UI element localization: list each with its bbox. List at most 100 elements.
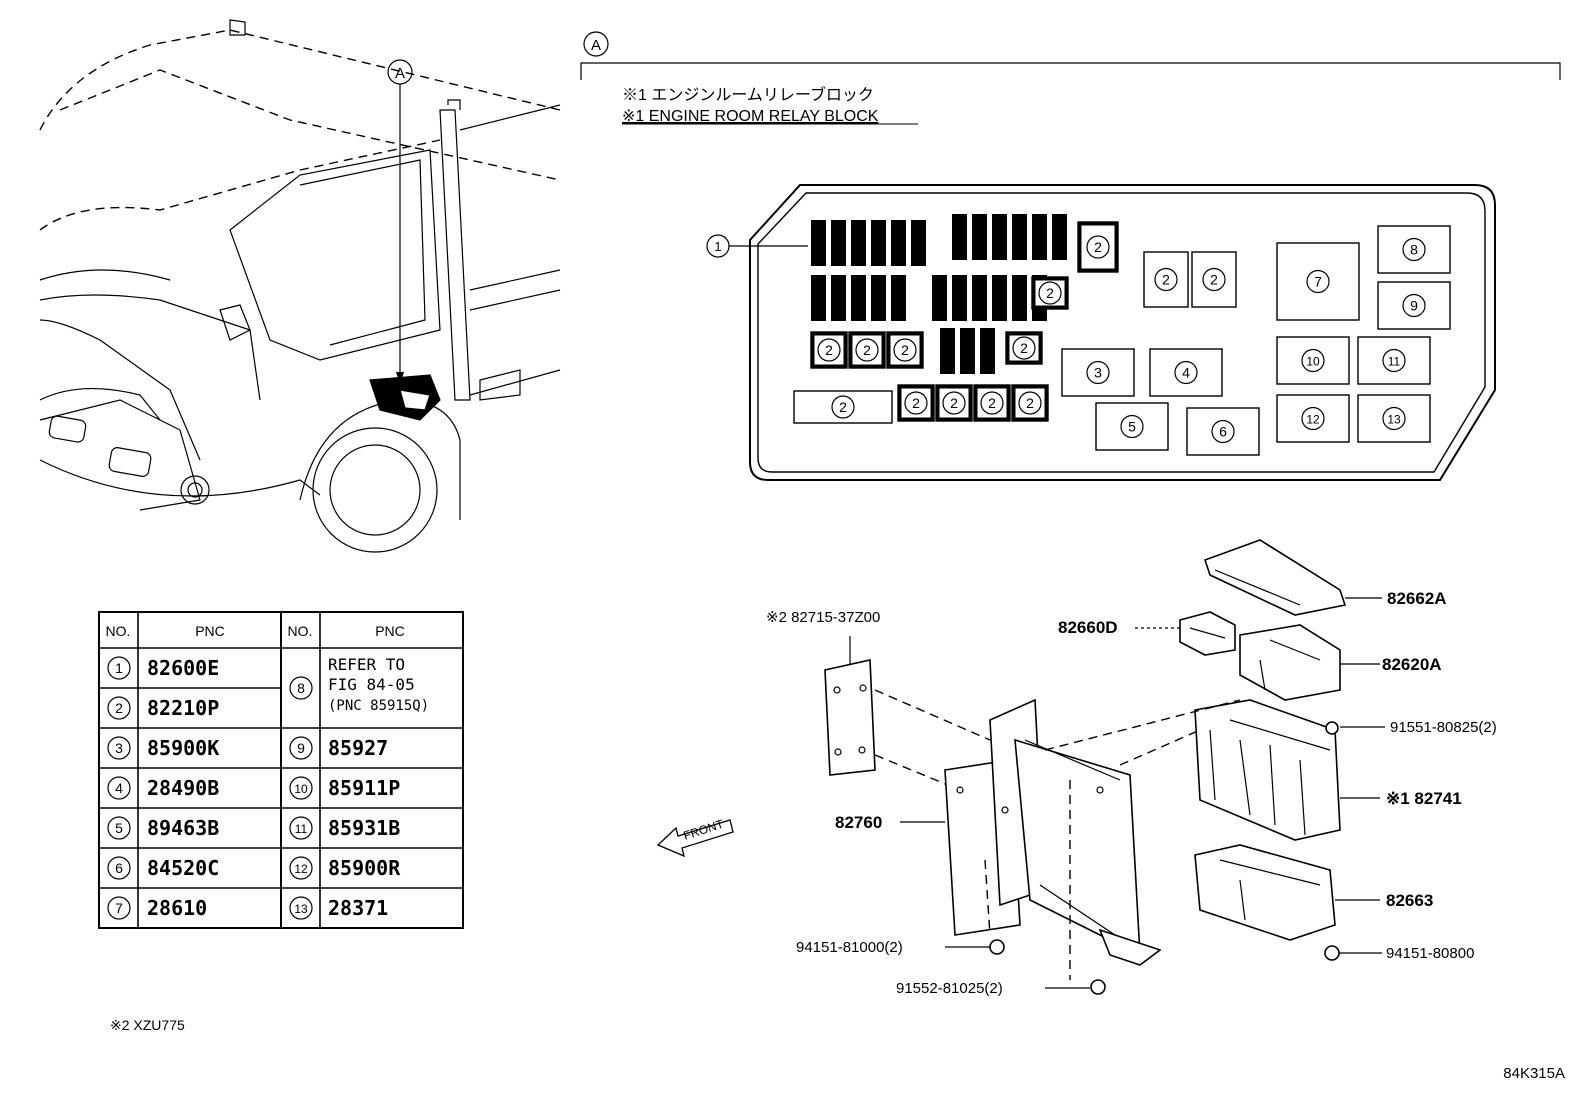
table-pnc: 82210P [147,696,219,720]
slot-number: 10 [1306,355,1320,369]
fuse-bar [851,220,866,266]
table-pnc: 28371 [328,896,388,920]
table-row-number: 4 [115,780,123,796]
slot-number: 7 [1314,274,1322,290]
slot-number: 8 [1410,242,1418,258]
slot-number: 11 [1388,355,1401,369]
fuse-bar [891,275,906,321]
relay-slot-2: 2 [1005,331,1043,365]
slot-number: 2 [839,399,847,415]
fuse-bar [811,275,826,321]
relay-slot-4: 4 [1149,348,1223,397]
slot-number: 5 [1128,419,1136,435]
table-row-number: 9 [297,740,305,756]
table-row-number: 2 [115,700,123,716]
slot-number: 2 [988,395,996,411]
callout-a-truck: A [387,59,413,384]
table-row-number: 5 [115,820,123,836]
relay-slot-2: 2 [1031,276,1069,310]
relay-slot-9: 9 [1377,281,1451,330]
fuse-bars [811,214,1067,374]
detail-a-frame: A [580,31,1561,80]
fuse-bar [960,328,975,374]
fuse-bar [831,275,846,321]
table-row-number: 8 [297,680,305,696]
table-header-pnc-right: PNC [375,623,405,639]
slot-number: 2 [1210,272,1218,288]
relay-slot-2: 2 [886,331,924,369]
relay-slot-2: 2 [897,384,935,422]
relay-slot-3: 3 [1061,348,1135,397]
table-row-number: 10 [294,782,308,796]
table-pnc: 85927 [328,736,388,760]
slot-number: 2 [863,342,871,358]
fuse-bar [1012,275,1027,321]
relay-slot-8: 8 [1377,225,1451,274]
detail-letter: A [591,37,601,54]
label-82663: 82663 [1386,891,1433,910]
callout-letter: A [395,65,405,82]
fuse-bar [1052,214,1067,260]
fuse-bar [1032,214,1047,260]
relay-slot-6: 6 [1186,407,1260,456]
table-pnc: 82600E [147,656,219,680]
relay-slot-5: 5 [1095,402,1169,451]
table-row-number: 11 [295,822,308,836]
slot-number: 3 [1094,365,1102,381]
table-row: 1 82600E [107,656,219,680]
table-row-number: 6 [115,860,123,876]
label-82760: 82760 [835,813,882,832]
relay-slot-2: 2 [935,384,973,422]
relay-slot-2: 2 [1011,384,1049,422]
table-pnc: 28610 [147,896,207,920]
table-row: 9 85927 [289,736,388,760]
relay-slot-2: 2 [1077,221,1119,273]
exploded-parts [824,539,1385,995]
fuse-bar [992,214,1007,260]
relay-slot-11: 11 [1357,336,1431,385]
table-header-no-right: NO. [288,623,313,639]
fuse-bar [871,220,886,266]
table-header-pnc-left: PNC [195,623,225,639]
table-pnc-note: (PNC 85915Q) [328,698,429,714]
fuse-bar [952,214,967,260]
relay-slot-12: 12 [1276,394,1350,443]
relay-slot-2: 2 [848,331,886,369]
fuse-bar [980,328,995,374]
table-row-number: 7 [115,900,123,916]
label-94151-81000: 94151-81000(2) [796,939,903,956]
table-pnc-note: FIG 84-05 [328,675,415,694]
table-row: 2 82210P [107,696,219,720]
slot-number: 2 [901,342,909,358]
label-82662a: 82662A [1387,589,1447,608]
table-row-number: 1 [115,660,123,676]
fuse-bar [871,275,886,321]
relay-slot-7: 7 [1276,242,1360,321]
slot-number: 6 [1219,424,1227,440]
fuse-bar [851,275,866,321]
fuse-bar [811,220,826,266]
relay-slot-13: 13 [1357,394,1431,443]
label-91551: 91551-80825(2) [1390,719,1497,736]
table-pnc: 85900K [147,736,219,760]
fuse-bar [1012,214,1027,260]
label-82620a: 82620A [1382,655,1442,674]
part-labels: ※2 82715-37Z00 82660D 82662A 82620A 9155… [766,589,1497,997]
fuse-bar [932,275,947,321]
slot-number: 2 [950,395,958,411]
fuse-bar [972,275,987,321]
table-row: 13 28371 [289,896,388,920]
relay-slot-2: 2 [1191,251,1237,308]
table-row-number: 13 [294,902,308,916]
slot-number-1: 1 [714,239,721,254]
fuse-bar [891,220,906,266]
slot-number: 12 [1306,413,1320,427]
label-82741: ※1 82741 [1386,789,1462,808]
